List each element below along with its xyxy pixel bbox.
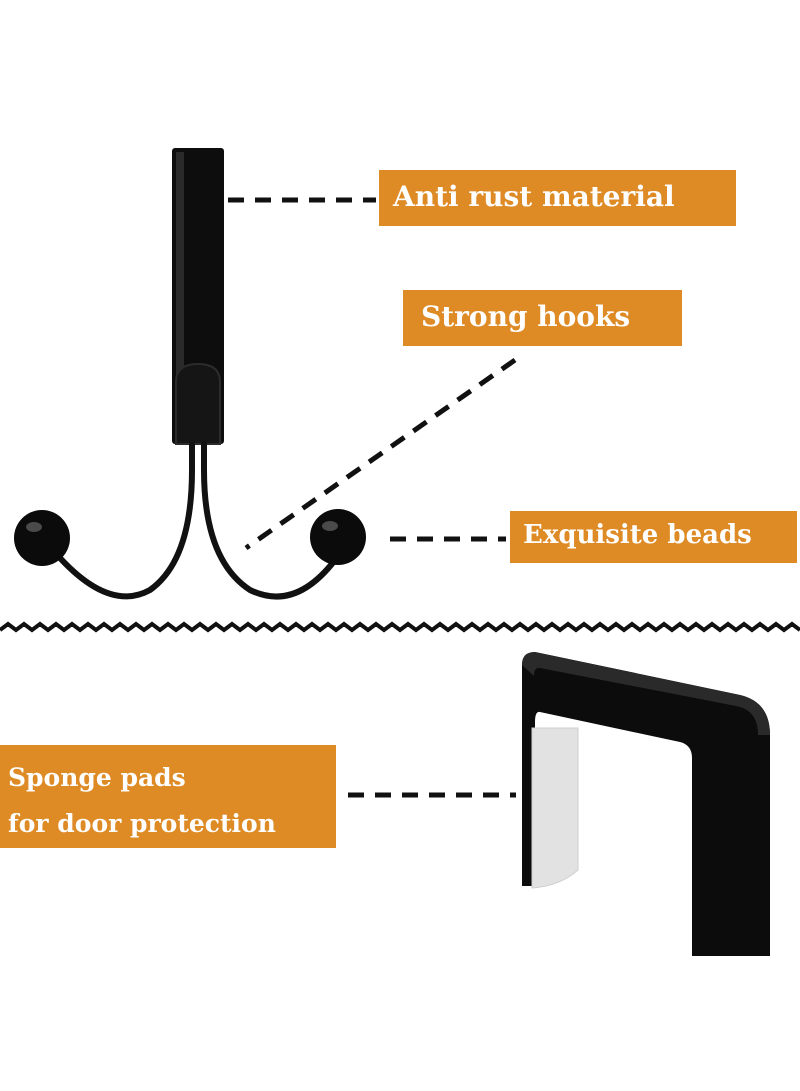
sponge-pad: [531, 727, 579, 889]
label-sponge-line1: Sponge pads: [8, 763, 186, 792]
label-sponge-pads: Sponge pads for door protection: [0, 745, 336, 848]
zigzag-divider: [0, 621, 800, 633]
door-bracket: [522, 652, 770, 956]
bracket-body: [522, 652, 770, 956]
label-anti-rust: Anti rust material: [379, 170, 736, 226]
right-bead-shine: [322, 521, 338, 531]
left-bead-shine: [26, 522, 42, 532]
label-anti-rust-text: Anti rust material: [393, 180, 675, 213]
hook-bar-highlight: [176, 152, 184, 438]
label-exquisite-beads: Exquisite beads: [510, 511, 797, 563]
right-hook-arm: [201, 441, 338, 600]
label-strong-hooks-text: Strong hooks: [421, 300, 631, 333]
label-sponge-line2: for door protection: [8, 809, 276, 838]
bracket-highlight: [522, 652, 770, 735]
leader-strong-hooks: [244, 357, 517, 551]
left-hook-arm: [57, 441, 195, 600]
label-strong-hooks: Strong hooks: [403, 290, 682, 346]
label-beads-text: Exquisite beads: [523, 520, 752, 550]
left-bead: [14, 510, 70, 566]
double-hook-product: [14, 148, 366, 600]
hook-clip: [175, 362, 221, 445]
right-bead: [310, 509, 366, 565]
